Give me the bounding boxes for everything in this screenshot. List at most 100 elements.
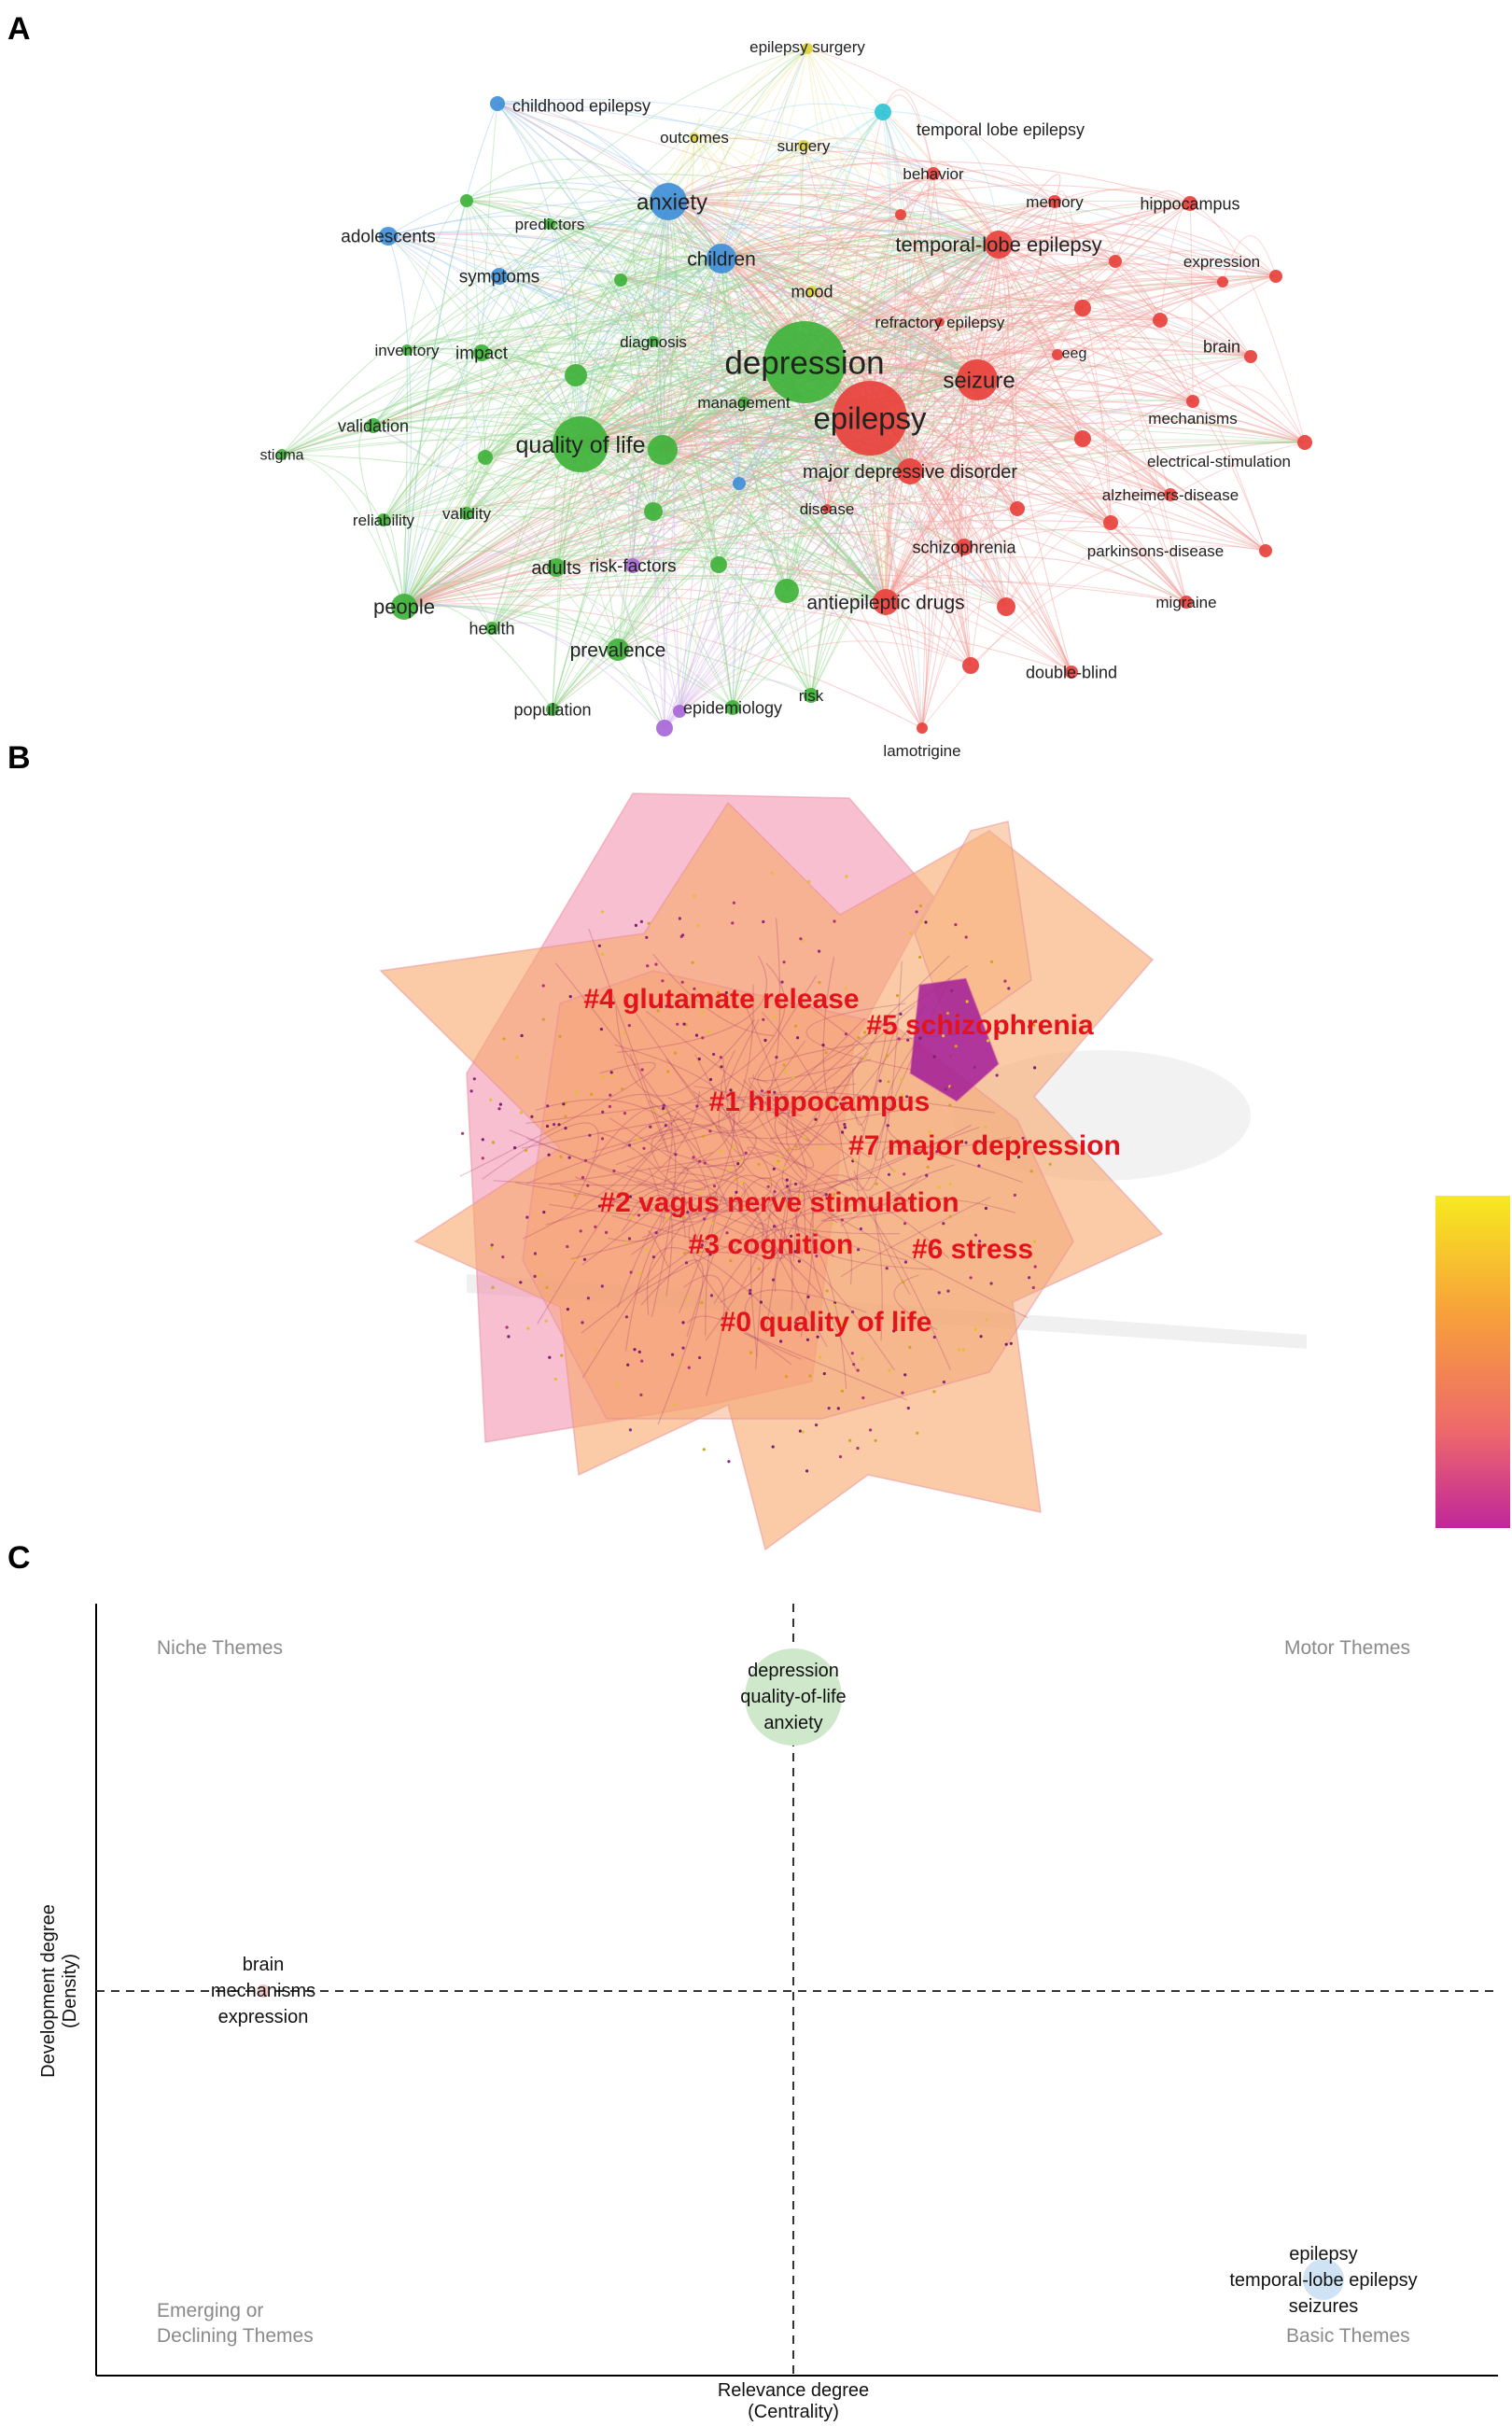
network-edge <box>664 417 871 729</box>
network-edge <box>909 353 1252 472</box>
network-edge <box>721 258 788 592</box>
cluster-node <box>745 1200 749 1204</box>
network-edge <box>804 263 1277 363</box>
network-edge <box>721 258 1187 603</box>
cluster-node <box>942 1222 945 1226</box>
cluster-node <box>1033 1265 1037 1269</box>
keyword-label: refractory epilepsy <box>875 314 1005 331</box>
network-edge <box>497 103 1018 510</box>
network-edge <box>662 48 808 451</box>
network-edge <box>963 244 1010 548</box>
cluster-node <box>916 1431 919 1435</box>
cluster-node <box>601 1110 605 1114</box>
cluster-node <box>806 1295 810 1298</box>
cluster-node <box>773 1090 777 1094</box>
cluster-link <box>593 1105 702 1163</box>
cluster-node <box>594 1348 597 1352</box>
cluster-node <box>782 961 786 964</box>
cluster-node <box>624 1315 629 1319</box>
cluster-node <box>814 1117 818 1121</box>
network-edge <box>372 201 669 427</box>
cluster-node <box>639 1393 643 1396</box>
network-edge <box>403 279 622 608</box>
network-edge <box>718 549 887 603</box>
network-edge <box>732 483 740 708</box>
cluster-node <box>942 1034 945 1038</box>
network-edge <box>403 173 934 608</box>
network-edge <box>909 452 1171 496</box>
theme-bubble <box>1303 2259 1344 2300</box>
cluster-node <box>545 1285 549 1289</box>
network-edge <box>721 192 902 259</box>
network-edge <box>372 275 1277 427</box>
keyword-label: inventory <box>375 342 440 359</box>
cluster-link <box>631 1200 793 1311</box>
network-node <box>802 43 813 54</box>
cluster-node <box>515 1056 519 1059</box>
network-edge <box>803 137 1000 245</box>
network-node <box>1048 195 1061 208</box>
network-edge <box>869 260 1116 419</box>
network-edge <box>491 442 1306 629</box>
network-edge <box>909 307 1084 472</box>
network-edge <box>664 258 722 729</box>
cluster-link <box>482 1122 599 1210</box>
cluster-node <box>838 1455 843 1459</box>
network-edge <box>383 461 911 521</box>
network-node <box>1109 255 1122 268</box>
cluster-node <box>507 1335 511 1339</box>
cluster-node <box>861 1356 864 1360</box>
cluster-link <box>635 1228 786 1296</box>
network-edge <box>617 494 1171 651</box>
network-edge <box>383 258 722 521</box>
cluster-node <box>502 1037 506 1041</box>
network-edge <box>580 145 805 445</box>
cluster-link <box>549 1176 653 1215</box>
network-node <box>490 96 505 111</box>
cluster-node <box>727 1460 731 1464</box>
network-node <box>897 458 923 484</box>
cluster-node <box>771 1278 776 1282</box>
network-edge <box>826 244 1000 510</box>
network-edge <box>885 244 1000 603</box>
cluster-link <box>774 1254 895 1371</box>
network-edge <box>552 595 887 710</box>
network-node <box>895 209 906 220</box>
cluster-node <box>663 1109 667 1114</box>
network-edge <box>885 281 1224 603</box>
cluster-node <box>996 1027 1000 1031</box>
network-edge <box>575 241 1000 376</box>
cluster-node <box>700 1243 705 1247</box>
cluster-node <box>692 1156 695 1159</box>
network-edge <box>358 425 405 608</box>
network-edge <box>403 290 813 608</box>
cluster-link <box>809 1177 858 1371</box>
network-edge <box>484 393 871 458</box>
cluster-node <box>756 1207 760 1211</box>
network-edge <box>403 605 734 708</box>
cluster-link <box>722 1055 862 1180</box>
cluster-node <box>520 1033 524 1038</box>
network-edge <box>869 417 1187 603</box>
cluster-node <box>785 1204 790 1208</box>
network-edge <box>976 379 1112 524</box>
cluster-node <box>567 1156 571 1159</box>
cluster-link <box>765 1108 915 1207</box>
network-edge <box>662 449 734 708</box>
network-edge <box>481 352 887 603</box>
network-edge <box>811 290 1072 673</box>
theme-word: anxiety <box>763 1713 822 1733</box>
cluster-node <box>684 1261 689 1265</box>
cluster-node <box>697 1250 702 1254</box>
network-edge <box>976 272 1224 381</box>
network-edge <box>372 392 664 451</box>
network-edge <box>909 275 1277 472</box>
network-edge <box>549 223 581 445</box>
cluster-node <box>1032 1240 1037 1243</box>
cluster-node <box>1013 1193 1016 1197</box>
network-edge <box>383 442 664 521</box>
network-edge <box>900 193 1000 245</box>
network-edge <box>403 594 1072 673</box>
keyword-label: impact <box>455 344 509 364</box>
cluster-node <box>782 1063 786 1067</box>
